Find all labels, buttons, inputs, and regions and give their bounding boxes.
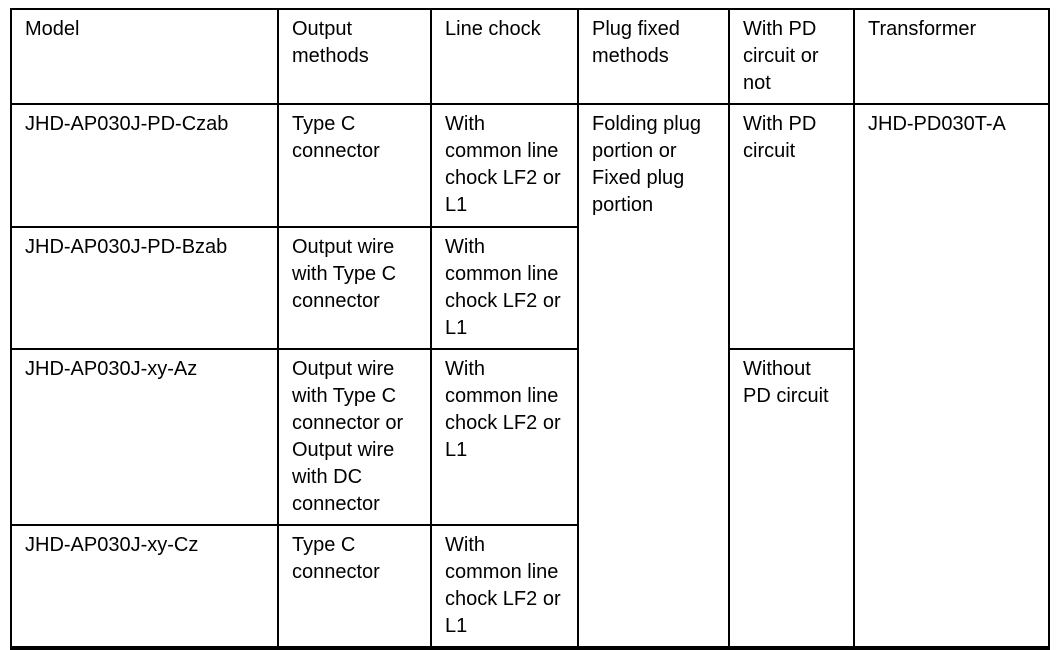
line-chock-cell: With common line chock LF2 or L1	[430, 524, 579, 650]
table-row: JHD-AP030J-PD-Bzab Output wire with Type…	[10, 226, 1049, 350]
pd-circuit-cell: Without PD circuit	[728, 348, 855, 649]
line-chock-cell: With common line chock LF2 or L1	[430, 103, 579, 228]
col-header-plug-fixed-methods: Plug fixed methods	[577, 8, 730, 105]
model-cell: JHD-AP030J-xy-Az	[10, 348, 279, 526]
table-row: JHD-AP030J-PD-Czab Type C connector With…	[10, 103, 1050, 649]
plug-fixed-method-cell: Folding plug portion or Fixed plug porti…	[577, 103, 730, 649]
col-header-pd-circuit: With PD circuit or not	[728, 8, 855, 105]
col-header-line-chock: Line chock	[430, 8, 579, 105]
model-cell: JHD-AP030J-PD-Czab	[10, 103, 279, 228]
product-model-table: Model Output methods Line chock Plug fix…	[10, 8, 1050, 650]
line-chock-cell: With common line chock LF2 or L1	[430, 348, 579, 526]
pd-circuit-cell: With PD circuit	[728, 103, 855, 350]
output-method-cell: Type C connector	[277, 103, 432, 228]
col-header-output-methods: Output methods	[277, 8, 432, 105]
line-chock-cell: With common line chock LF2 or L1	[430, 226, 579, 350]
output-method-cell: Output wire with Type C connector or Out…	[277, 348, 432, 526]
table-row: JHD-AP030J-xy-Cz Type C connector With c…	[10, 524, 1049, 650]
model-cell: JHD-AP030J-xy-Cz	[10, 524, 279, 650]
col-header-model: Model	[10, 8, 279, 105]
table-row: JHD-AP030J-xy-Az Output wire with Type C…	[10, 348, 1049, 649]
model-cell: JHD-AP030J-PD-Bzab	[10, 226, 279, 350]
col-header-transformer: Transformer	[853, 8, 1050, 105]
table-header-row: Model Output methods Line chock Plug fix…	[10, 8, 1050, 105]
transformer-cell: JHD-PD030T-A	[853, 103, 1050, 649]
output-method-cell: Output wire with Type C connector	[277, 226, 432, 350]
output-method-cell: Type C connector	[277, 524, 432, 650]
